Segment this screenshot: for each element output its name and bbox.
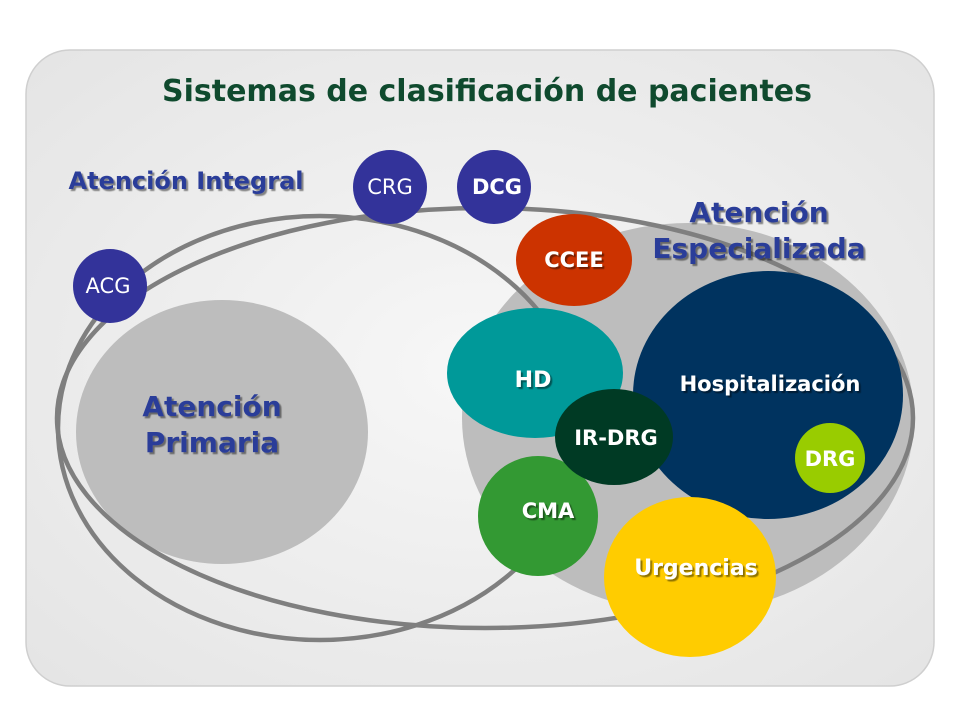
dcg-node: DCG: [457, 150, 531, 224]
drg-circle: [795, 423, 865, 493]
ccee-node: CCEE: [516, 214, 632, 306]
diagram-title: Sistemas de clasificación de pacientes: [162, 74, 812, 109]
ir-drg-label: IR-DRG: [574, 426, 658, 450]
acg-circle: [73, 249, 147, 323]
hd-label: HD: [515, 368, 552, 393]
ir-drg-circle: [555, 389, 673, 485]
acg-label: ACG: [86, 274, 131, 298]
atencion-especializada-label-line2: Especializada: [652, 232, 865, 265]
crg-label: CRG: [367, 175, 413, 199]
atencion-primaria-label-line2: Primaria: [145, 426, 279, 459]
hospitalizacion-node: Hospitalización: [633, 271, 903, 519]
primaria-zone: [76, 300, 368, 564]
crg-node: CRG: [353, 150, 427, 224]
ir-drg-node: IR-DRG: [555, 389, 673, 485]
atencion-integral-label: Atención Integral: [69, 167, 304, 195]
atencion-especializada-label-line1: Atención: [689, 196, 828, 229]
urgencias-node: Urgencias: [604, 497, 776, 657]
acg-node: ACG: [73, 249, 147, 323]
hospitalizacion-label: Hospitalización: [680, 372, 861, 396]
ccee-circle: [516, 214, 632, 306]
dcg-circle: [457, 150, 531, 224]
cma-circle: [478, 456, 598, 576]
urgencias-label: Urgencias: [634, 556, 758, 581]
drg-node: DRG: [795, 423, 865, 493]
crg-circle: [353, 150, 427, 224]
ccee-label: CCEE: [544, 248, 604, 272]
cma-node: CMA: [478, 456, 598, 576]
dcg-label: DCG: [472, 175, 522, 199]
cma-label: CMA: [522, 499, 575, 523]
urgencias-circle: [604, 497, 776, 657]
atencion-primaria-label-line1: Atención: [142, 390, 281, 423]
drg-label: DRG: [805, 447, 856, 471]
